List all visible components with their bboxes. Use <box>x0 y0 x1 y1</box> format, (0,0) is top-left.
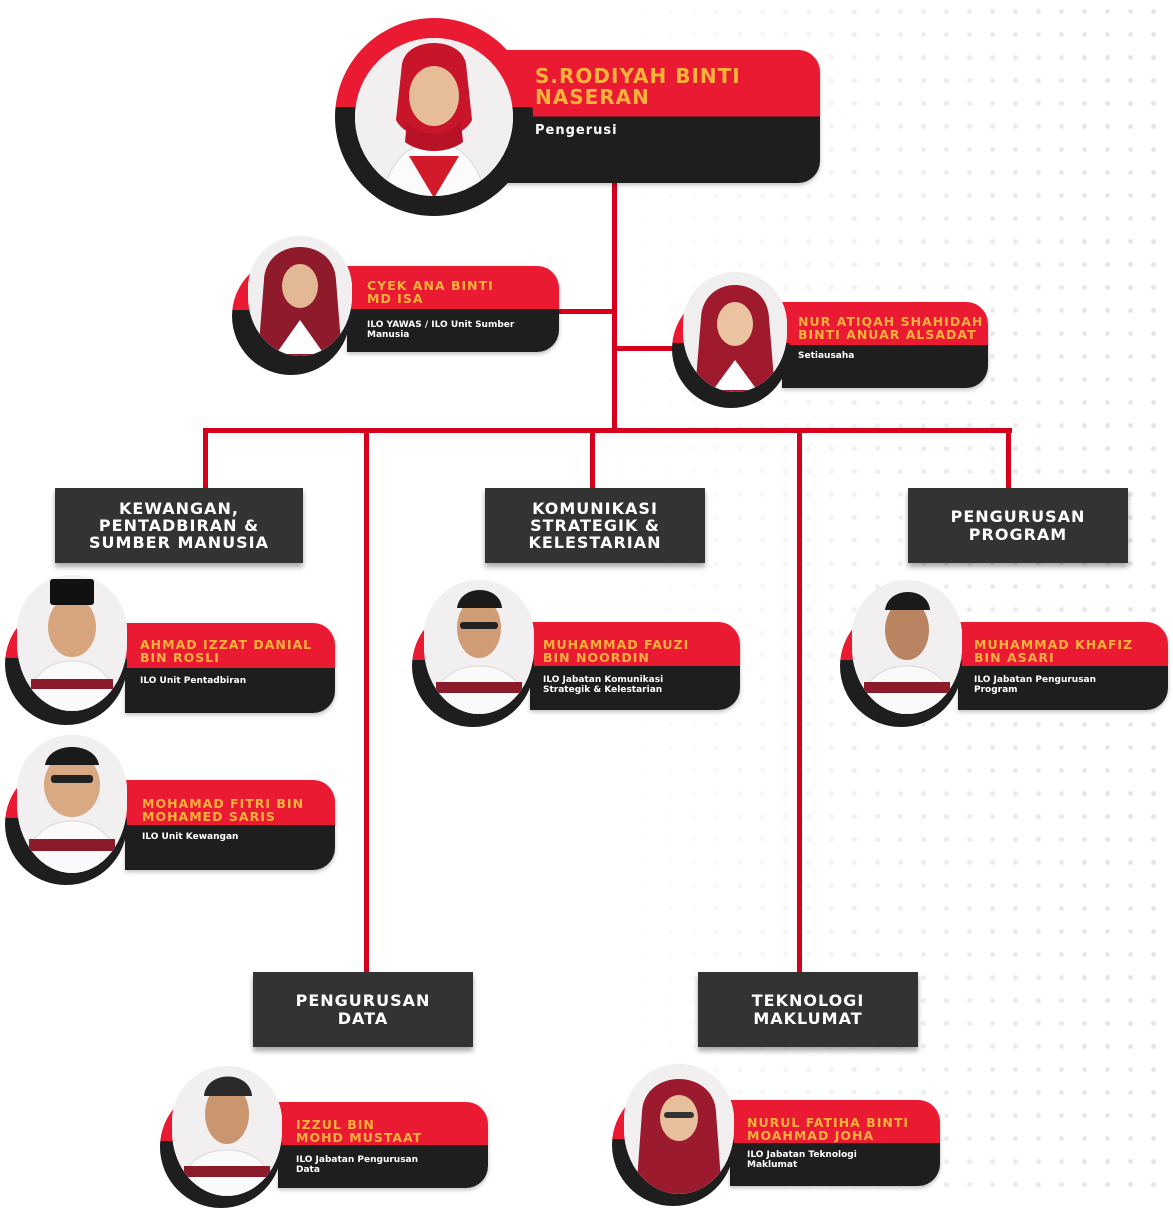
avatar <box>248 236 352 356</box>
fatiha-name: NURUL FATIHA BINTI MOAHMAD JOHA <box>747 1115 909 1144</box>
dept-program: PENGURUSAN PROGRAM <box>908 488 1128 563</box>
khafiz-name: MUHAMMAD KHAFIZ BIN ASARI <box>974 637 1134 666</box>
avatar <box>355 38 513 196</box>
fatiha-role: ILO Jabatan Teknologi Maklumat <box>747 1150 857 1170</box>
izzul-role: ILO Jabatan Pengurusan Data <box>296 1155 419 1175</box>
member-card-fatiha: NURUL FATIHA BINTI MOAHMAD JOHA ILO Jaba… <box>612 1064 944 1206</box>
fitri-name: MOHAMAD FITRI BIN MOHAMED SARIS <box>142 796 305 825</box>
member-card-khafiz: MUHAMMAD KHAFIZ BIN ASARI ILO Jabatan Pe… <box>840 580 1170 730</box>
connector-left-branch <box>555 309 615 314</box>
dept-komunikasi: KOMUNIKASI STRATEGIK & KELESTARIAN <box>485 488 705 563</box>
deputy-card: CYEK ANA BINTI MD ISA ILO YAWAS / ILO Un… <box>232 232 562 375</box>
fitri-role: ILO Unit Kewangan <box>142 832 239 842</box>
deputy-name: CYEK ANA BINTI MD ISA <box>367 278 494 307</box>
avatar <box>17 575 127 711</box>
connector-right-branch <box>615 346 675 351</box>
chairman-card: S.RODIYAH BINTI NASERAN Pengerusi <box>335 18 825 218</box>
fauzi-name: MUHAMMAD FAUZI BIN NOORDIN <box>543 637 690 666</box>
member-card-fauzi: MUHAMMAD FAUZI BIN NOORDIN ILO Jabatan K… <box>412 580 744 730</box>
connector-teknologi <box>797 428 802 974</box>
fauzi-role: ILO Jabatan Komunikasi Strategik & Keles… <box>543 675 664 695</box>
dept-kewangan: KEWANGAN, PENTADBIRAN & SUMBER MANUSIA <box>55 488 303 563</box>
avatar <box>624 1064 734 1194</box>
member-card-fitri: MOHAMAD FITRI BIN MOHAMED SARIS ILO Unit… <box>5 735 337 887</box>
avatar <box>17 735 127 873</box>
izzat-role: ILO Unit Pentadbiran <box>140 676 247 686</box>
connector-horizontal <box>203 428 1012 433</box>
avatar <box>683 272 787 392</box>
avatar <box>852 580 962 714</box>
dept-teknologi: TEKNOLOGI MAKLUMAT <box>698 972 918 1047</box>
secretary-role: Setiausaha <box>798 351 855 361</box>
izzul-name: IZZUL BIN MOHD MUSTAAT <box>296 1117 423 1146</box>
izzat-name: AHMAD IZZAT DANIAL BIN ROSLI <box>140 637 313 666</box>
deputy-role: ILO YAWAS / ILO Unit Sumber Manusia <box>367 320 515 340</box>
connector-komunikasi <box>590 428 595 490</box>
connector-kewangan <box>203 428 208 490</box>
member-card-izzat: AHMAD IZZAT DANIAL BIN ROSLI ILO Unit Pe… <box>5 573 337 725</box>
secretary-name: NUR ATIQAH SHAHIDAH BINTI ANUAR ALSADAT <box>798 314 984 343</box>
dept-data: PENGURUSAN DATA <box>253 972 473 1047</box>
chairman-role: Pengerusi <box>535 123 618 138</box>
avatar <box>424 580 534 714</box>
connector-data <box>364 428 369 974</box>
connector-main-vertical <box>612 180 617 430</box>
khafiz-role: ILO Jabatan Pengurusan Program <box>974 675 1097 695</box>
chairman-name: S.RODIYAH BINTI NASERAN <box>535 64 741 109</box>
avatar <box>172 1066 282 1196</box>
connector-program <box>1006 428 1011 490</box>
secretary-card: NUR ATIQAH SHAHIDAH BINTI ANUAR ALSADAT … <box>672 270 992 410</box>
member-card-izzul: IZZUL BIN MOHD MUSTAAT ILO Jabatan Pengu… <box>160 1066 492 1208</box>
